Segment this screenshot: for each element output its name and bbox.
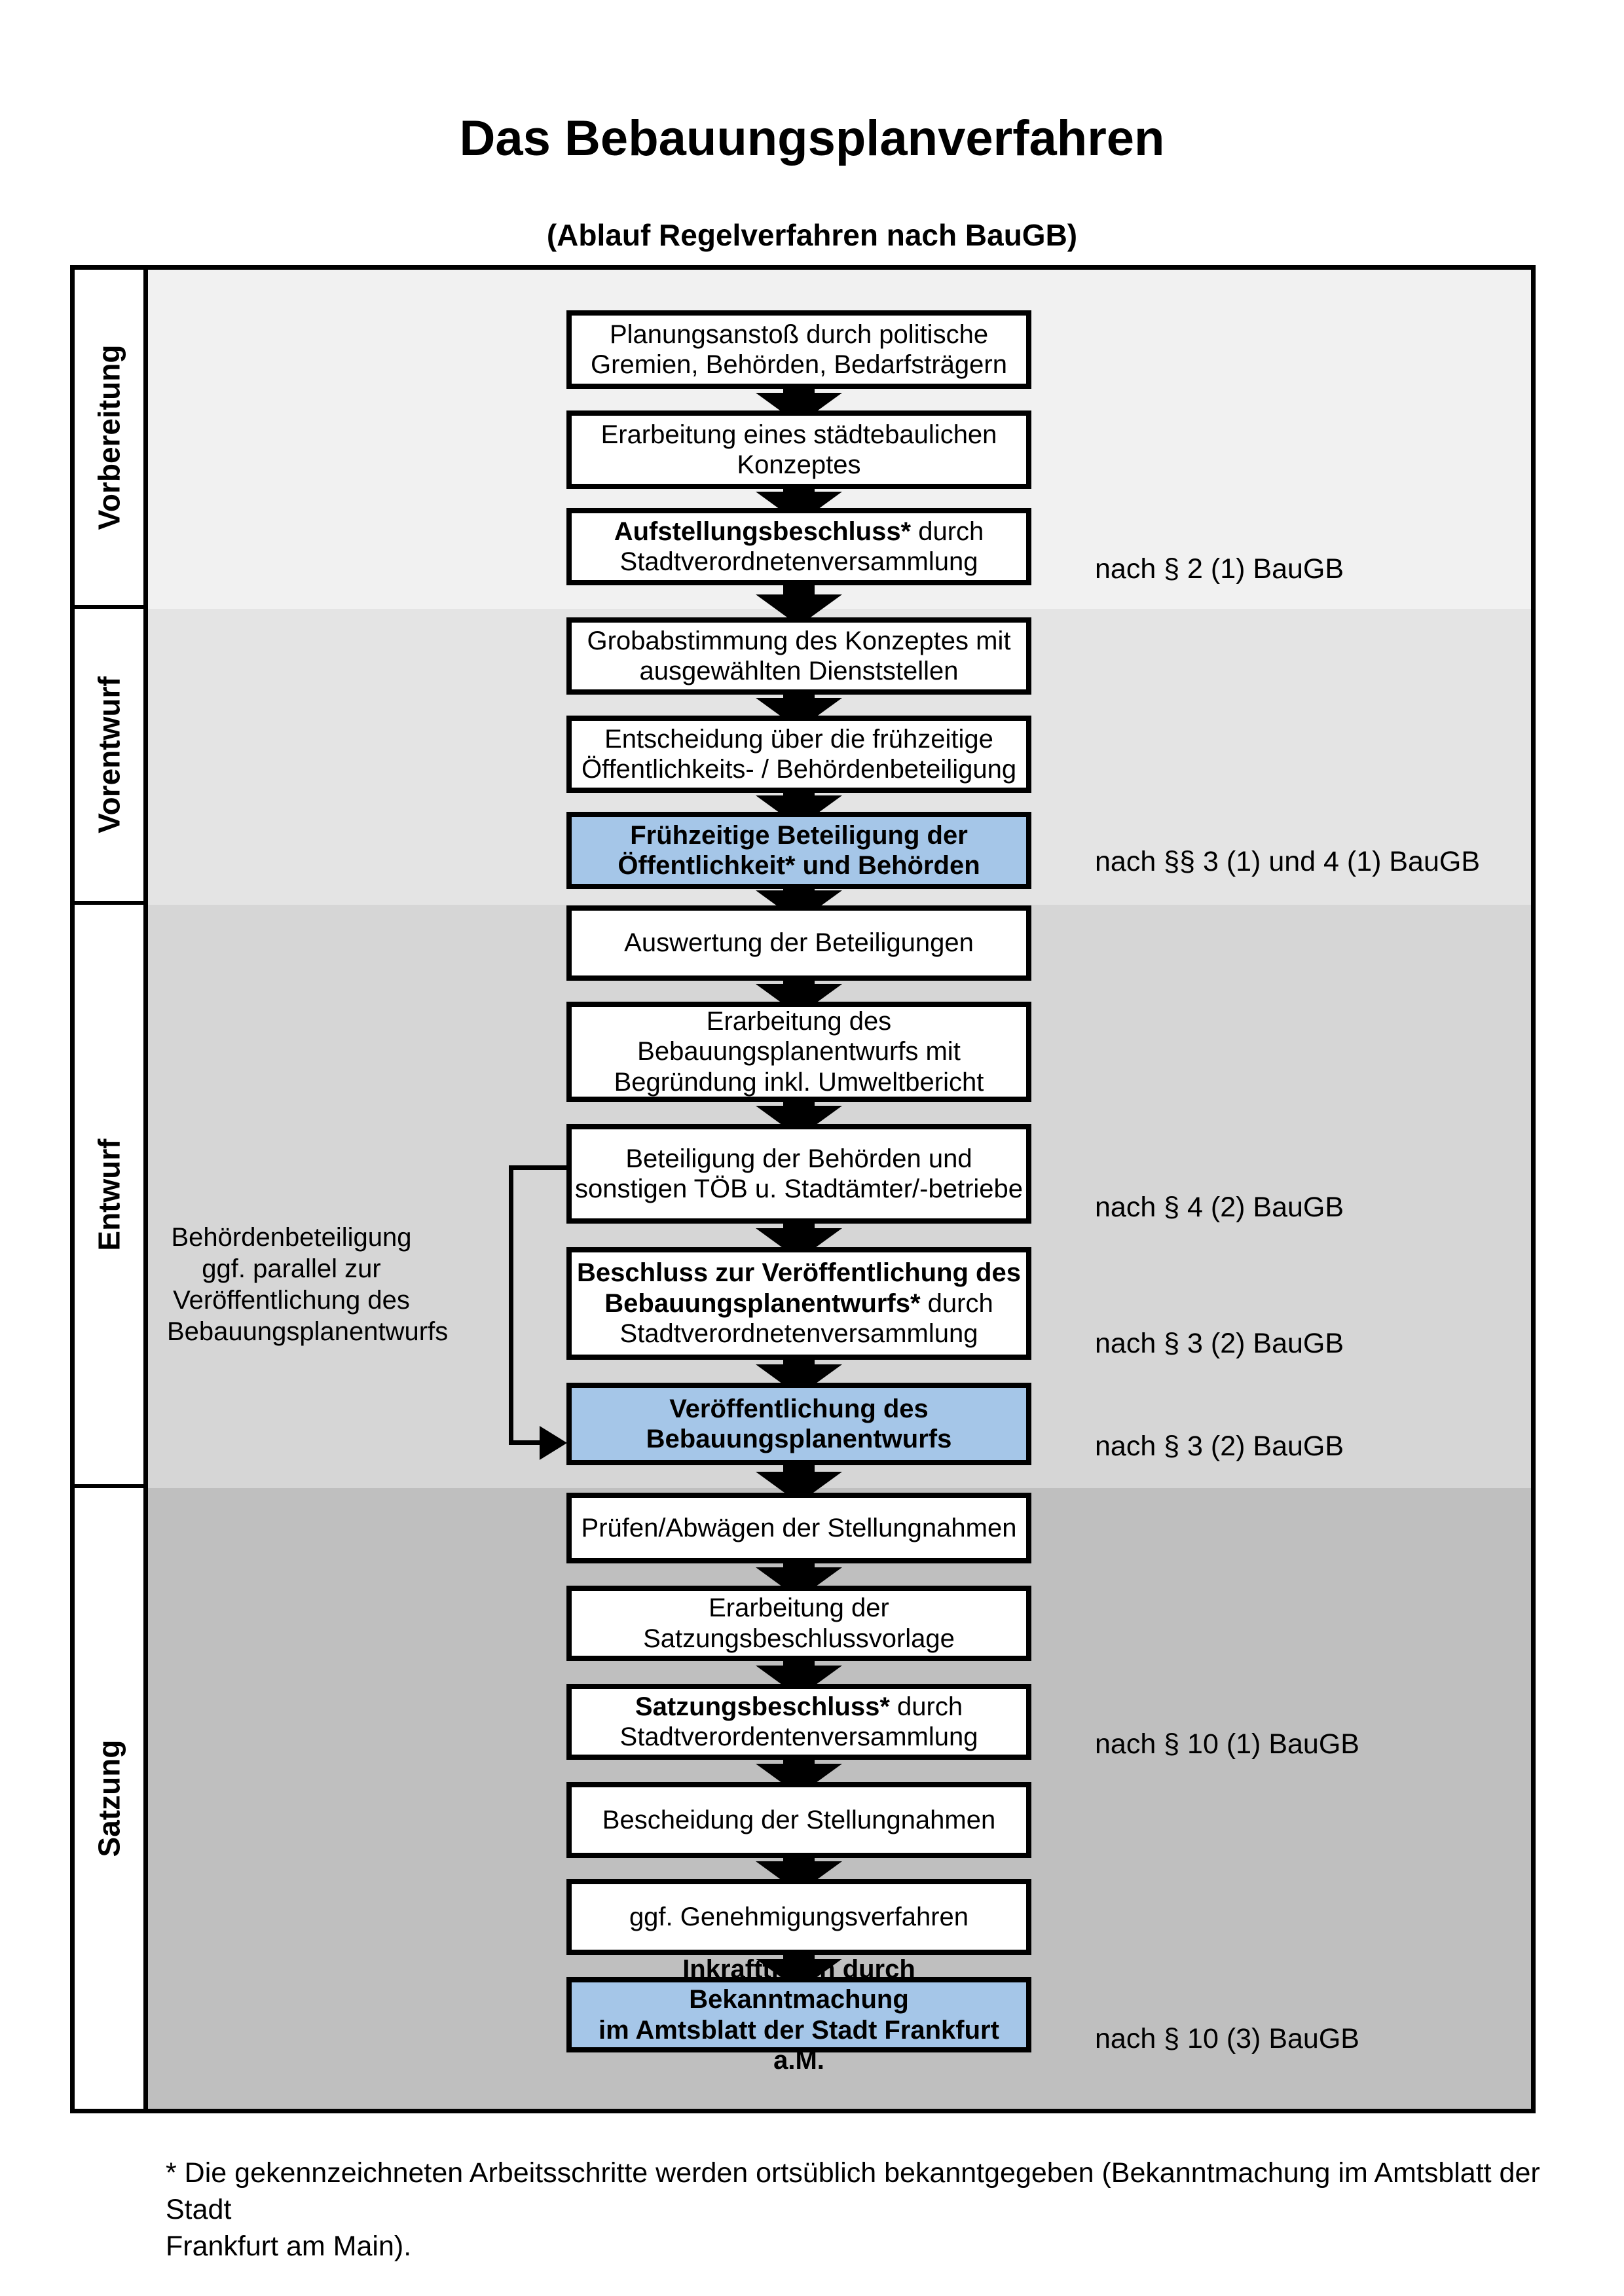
phase-column: Vorbereitung Vorentwurf Entwurf Satzung: [75, 270, 148, 2109]
flow-step-label: Grobabstimmung des Konzeptes mit ausgewä…: [587, 626, 1011, 685]
flow-step-label: Inkrafttreten durch Bekanntmachung im Am…: [599, 1954, 999, 2075]
flow-step-label: Beschluss zur Veröffentlichung des Bebau…: [577, 1258, 1021, 1349]
flow-step-label: Veröffentlichung des Bebauungsplanentwur…: [646, 1394, 952, 1453]
flow-step-9: Beteiligung der Behörden und sonstigen T…: [566, 1124, 1031, 1224]
flow-step-2: Erarbeitung eines städtebaulichen Konzep…: [566, 410, 1031, 489]
flow-step-7: Auswertung der Beteiligungen: [566, 905, 1031, 981]
flow-step-8: Erarbeitung des Bebauungsplanentwurfs mi…: [566, 1002, 1031, 1102]
flow-step-14: Satzungsbeschluss* durch Stadtverordente…: [566, 1684, 1031, 1760]
law-annotation-6: nach § 10 (1) BauGB: [1095, 1728, 1359, 1760]
flow-step-label: Bescheidung der Stellungnahmen: [602, 1805, 996, 1834]
flow-step-15: Bescheidung der Stellungnahmen: [566, 1782, 1031, 1858]
law-annotation-5: nach § 3 (2) BauGB: [1095, 1430, 1344, 1462]
flow-step-13: Erarbeitung der Satzungsbeschlussvorlage: [566, 1586, 1031, 1661]
phase-label-vorbereitung: Vorbereitung: [75, 270, 143, 609]
law-annotation-2: nach §§ 3 (1) und 4 (1) BauGB: [1095, 846, 1481, 877]
phase-label-text: Satzung: [92, 1740, 126, 1857]
connector-arrowhead-icon: [540, 1426, 567, 1460]
phase-label-text: Entwurf: [92, 1138, 126, 1251]
flow-step-label: ggf. Genehmigungsverfahren: [629, 1902, 969, 1931]
page-title: Das Bebauungsplanverfahren: [459, 111, 1165, 166]
flow-step-label: Planungsanstoß durch politische Gremien,…: [591, 319, 1007, 379]
flow-step-10: Beschluss zur Veröffentlichung des Bebau…: [566, 1247, 1031, 1360]
flow-step-label: Prüfen/Abwägen der Stellungnahmen: [581, 1513, 1017, 1542]
parallel-note: Behördenbeteiligung ggf. parallel zur Ve…: [167, 1223, 449, 1346]
flow-step-label: Satzungsbeschluss* durch Stadtverordente…: [619, 1692, 978, 1751]
flow-step-3: Aufstellungsbeschluss* durch Stadtverord…: [566, 508, 1031, 585]
connector-line-bottom: [509, 1440, 543, 1445]
law-annotation-1: nach § 2 (1) BauGB: [1095, 553, 1344, 585]
flow-step-11-highlighted: Veröffentlichung des Bebauungsplanentwur…: [566, 1383, 1031, 1465]
flow-step-16: ggf. Genehmigungsverfahren: [566, 1879, 1031, 1955]
connector-line-top: [509, 1165, 566, 1170]
connector-line-vert: [509, 1165, 513, 1445]
flow-step-17-highlighted: Inkrafttreten durch Bekanntmachung im Am…: [566, 1955, 1031, 2075]
flow-step-label: Aufstellungsbeschluss* durch Stadtverord…: [614, 517, 984, 576]
flow-step-label: Erarbeitung der Satzungsbeschlussvorlage: [643, 1594, 955, 1653]
phase-label-vorentwurf: Vorentwurf: [75, 609, 143, 905]
phase-label-satzung: Satzung: [75, 1488, 143, 2109]
flow-step-label: Auswertung der Beteiligungen: [624, 928, 974, 958]
law-annotation-3: nach § 4 (2) BauGB: [1095, 1192, 1344, 1223]
footnote: * Die gekennzeichneten Arbeitsschritte w…: [166, 2157, 1540, 2262]
law-annotation-7: nach § 10 (3) BauGB: [1095, 2023, 1359, 2054]
flow-step-6-highlighted: Frühzeitige Beteiligung der Öffentlichke…: [566, 812, 1031, 889]
phase-label-text: Vorbereitung: [92, 344, 126, 530]
flow-step-label: Entscheidung über die frühzeitige Öffent…: [581, 724, 1017, 784]
flow-step-label: Frühzeitige Beteiligung der Öffentlichke…: [618, 820, 980, 880]
flow-step-label: Beteiligung der Behörden und sonstigen T…: [574, 1144, 1024, 1203]
flow-step-12: Prüfen/Abwägen der Stellungnahmen: [566, 1493, 1031, 1563]
law-annotation-4: nach § 3 (2) BauGB: [1095, 1328, 1344, 1359]
phase-label-entwurf: Entwurf: [75, 905, 143, 1488]
flow-step-1: Planungsanstoß durch politische Gremien,…: [566, 310, 1031, 389]
flow-step-4: Grobabstimmung des Konzeptes mit ausgewä…: [566, 617, 1031, 695]
phase-label-text: Vorentwurf: [92, 676, 126, 833]
flow-step-5: Entscheidung über die frühzeitige Öffent…: [566, 716, 1031, 793]
flow-step-label: Erarbeitung des Bebauungsplanentwurfs mi…: [614, 1006, 984, 1097]
page-subtitle: (Ablauf Regelverfahren nach BauGB): [546, 218, 1078, 252]
flow-step-label: Erarbeitung eines städtebaulichen Konzep…: [600, 420, 997, 479]
